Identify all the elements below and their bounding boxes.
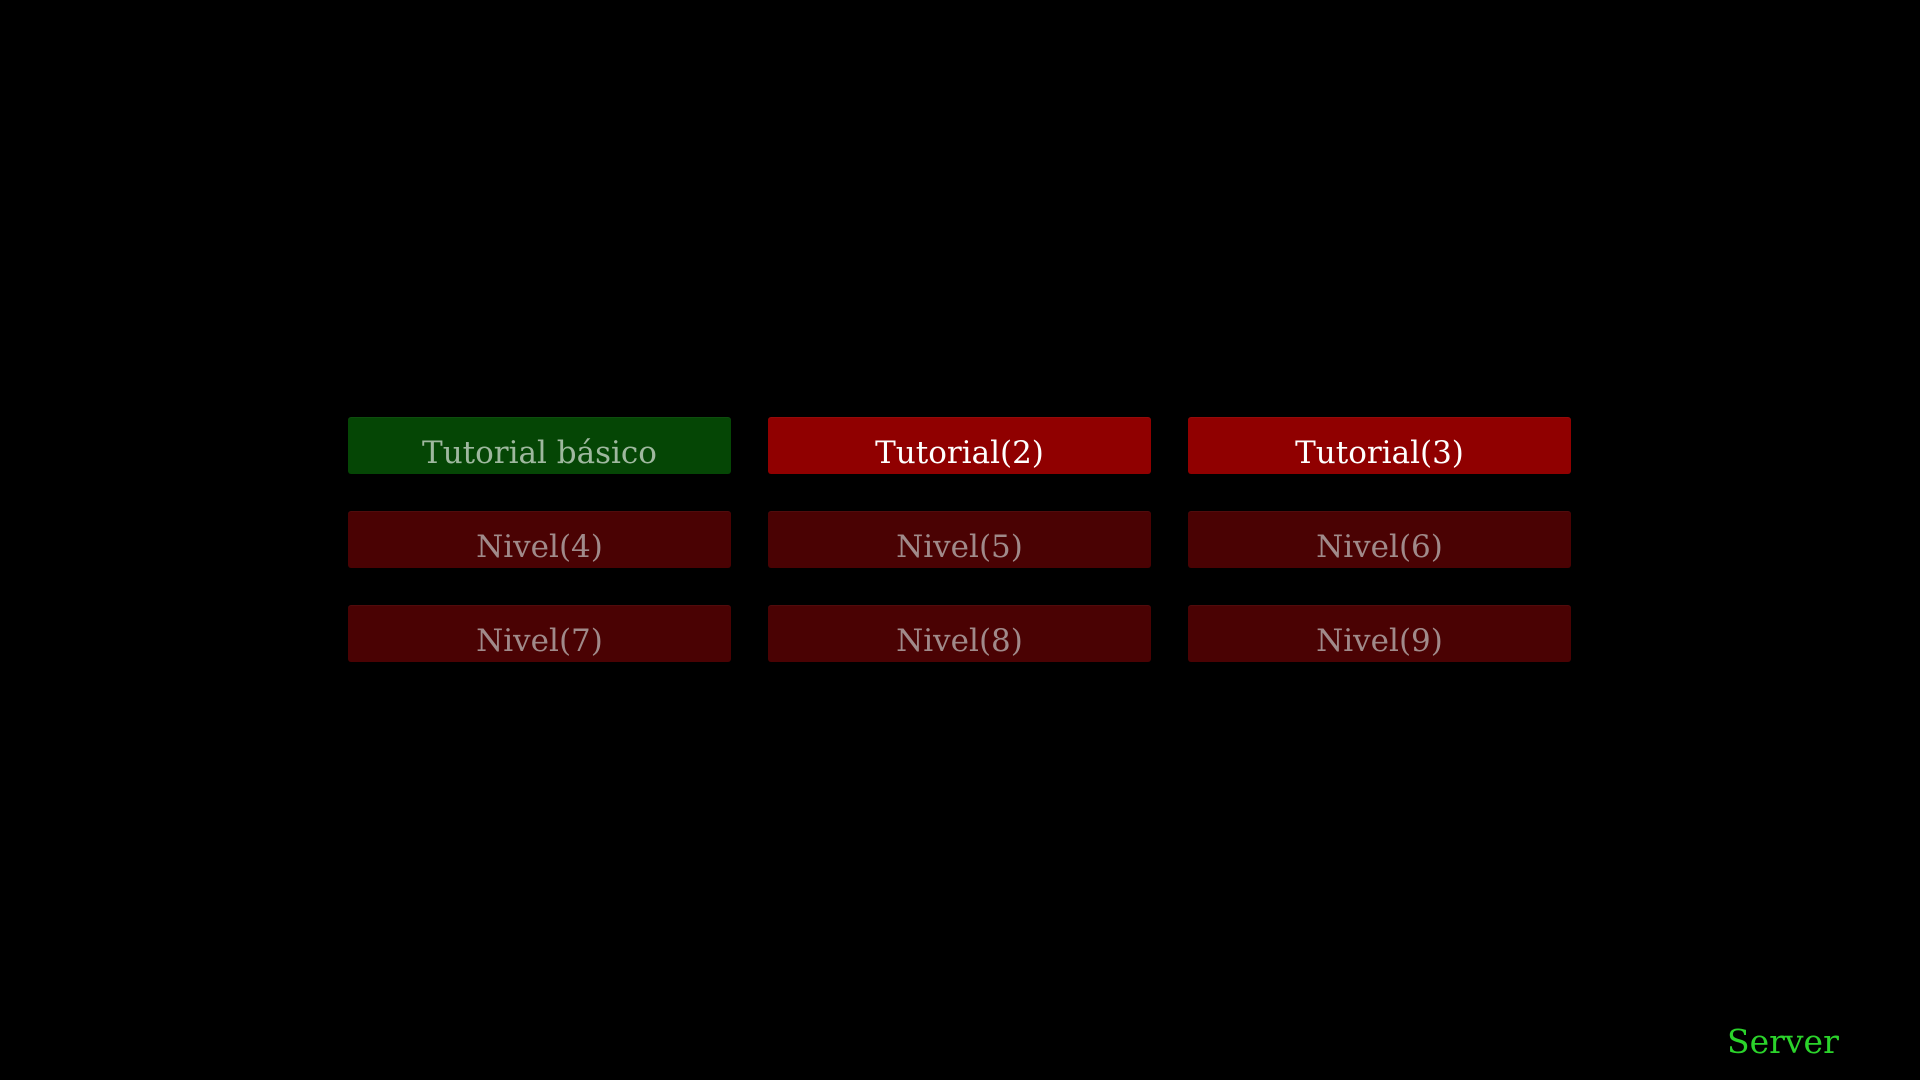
- level-button-5[interactable]: Nivel(5): [768, 511, 1151, 568]
- level-button-9[interactable]: Nivel(9): [1188, 605, 1571, 662]
- level-button-7[interactable]: Nivel(7): [348, 605, 731, 662]
- level-label: Tutorial(3): [1295, 435, 1464, 471]
- level-button-2[interactable]: Tutorial(2): [768, 417, 1151, 474]
- level-button-4[interactable]: Nivel(4): [348, 511, 731, 568]
- level-grid: Tutorial básico Tutorial(2) Tutorial(3) …: [348, 417, 1571, 662]
- level-button-3[interactable]: Tutorial(3): [1188, 417, 1571, 474]
- level-label: Nivel(4): [476, 529, 603, 565]
- level-label: Nivel(8): [896, 623, 1023, 659]
- level-label: Tutorial básico: [422, 435, 657, 471]
- level-button-1[interactable]: Tutorial básico: [348, 417, 731, 474]
- level-label: Tutorial(2): [875, 435, 1044, 471]
- level-label: Nivel(7): [476, 623, 603, 659]
- level-label: Nivel(9): [1316, 623, 1443, 659]
- level-label: Nivel(5): [896, 529, 1023, 565]
- server-button[interactable]: Server: [1727, 1022, 1839, 1061]
- level-label: Nivel(6): [1316, 529, 1443, 565]
- level-button-8[interactable]: Nivel(8): [768, 605, 1151, 662]
- level-button-6[interactable]: Nivel(6): [1188, 511, 1571, 568]
